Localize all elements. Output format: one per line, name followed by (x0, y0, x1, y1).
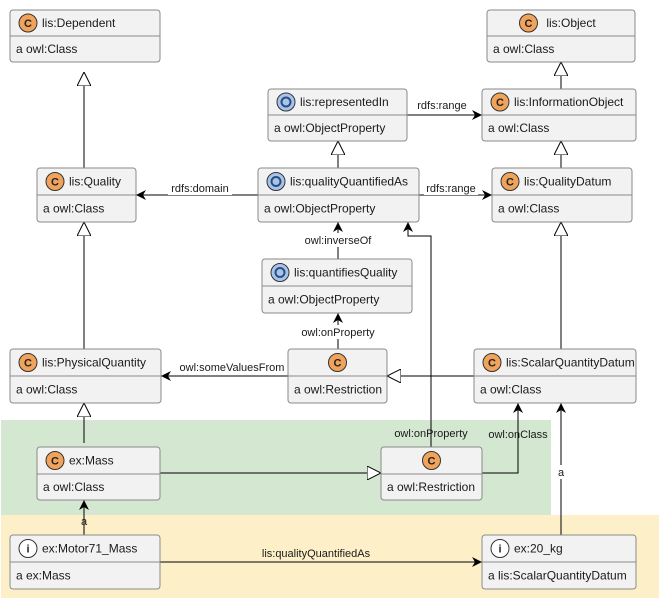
class-icon: C (45, 451, 65, 470)
edge-label-on-property-2: owl:onProperty (394, 428, 468, 440)
node-body: a ex:Mass (16, 569, 71, 583)
node-title: lis:ScalarQuantityDatum (506, 356, 635, 370)
node-body: a owl:Class (498, 202, 559, 216)
edge-restriction2-onclass (482, 403, 523, 474)
node-body: a owl:ObjectProperty (264, 202, 375, 216)
badge-letter: C (51, 456, 59, 468)
node-title: lis:PhysicalQuantity (42, 356, 146, 370)
badge-letter: C (24, 358, 32, 370)
node-quantifies-quality[interactable]: lis:quantifiesQuality a owl:ObjectPropert… (261, 258, 413, 314)
node-body: a owl:Class (16, 42, 77, 56)
class-icon: C (18, 353, 38, 372)
edge-label-on-class: owl:onClass (488, 429, 548, 441)
edge-label-inverse-of: owl:inverseOf (305, 235, 373, 247)
class-icon: C (422, 451, 441, 470)
edge-label-type-a-2: a (558, 467, 565, 479)
class-icon: C (482, 353, 502, 372)
node-body: a owl:Class (493, 42, 554, 56)
badge-letter: i (498, 544, 501, 556)
object-property-icon (270, 263, 290, 282)
node-body: a lis:ScalarQuantityDatum (488, 569, 627, 583)
badge-letter: i (26, 544, 29, 556)
edge-label-rdfs-domain: rdfs:domain (171, 183, 228, 195)
node-title: lis:InformationObject (514, 95, 624, 109)
badge-letter: C (506, 177, 514, 189)
edge-label-on-property-1: owl:onProperty (301, 327, 375, 339)
node-quality-quantified-as[interactable]: lis:qualityQuantifiedAs a owl:ObjectPrope… (257, 167, 420, 223)
node-kg20[interactable]: i ex:20_kga lis:ScalarQuantityDatum (481, 534, 637, 590)
node-title: lis:QualityDatum (524, 175, 611, 189)
node-body: a owl:Class (488, 121, 549, 135)
edge-label-group: rdfs:range rdfs:domain rdfs:range owl:in… (81, 98, 567, 560)
badge-letter: C (496, 97, 504, 109)
individual-icon: i (490, 539, 510, 558)
node-title: ex:20_kg (514, 542, 563, 556)
node-body: a owl:Restriction (387, 480, 475, 494)
node-title: lis:Dependent (42, 16, 116, 30)
individual-icon: i (18, 539, 38, 558)
node-body: a owl:Class (16, 383, 77, 397)
edge-restriction2-onproperty (403, 222, 432, 447)
node-title: ex:Mass (69, 454, 114, 468)
class-icon: C (490, 92, 510, 112)
node-body: a owl:Class (43, 480, 104, 494)
class-icon: C (519, 13, 538, 33)
node-restriction2[interactable]: Ca owl:Restriction (380, 446, 483, 501)
node-title: lis:representedIn (300, 95, 389, 109)
object-property-icon (266, 172, 286, 191)
node-title: lis:quantifiesQuality (294, 266, 397, 280)
class-icon: C (45, 172, 65, 191)
node-body: a owl:ObjectProperty (268, 293, 379, 307)
edge-label-type-a-1: a (81, 516, 88, 528)
badge-letter: C (525, 18, 533, 30)
node-body: a owl:ObjectProperty (274, 121, 385, 135)
object-property-icon (276, 92, 296, 112)
class-icon: C (328, 353, 347, 372)
node-represented-in[interactable]: lis:representedIn a owl:ObjectProperty (267, 88, 408, 142)
badge-letter: C (488, 358, 496, 370)
edge-label-some-values-from: owl:someValuesFrom (180, 362, 285, 374)
edge-label-rdfs-range-top: rdfs:range (417, 100, 467, 112)
node-body: a owl:Class (480, 383, 541, 397)
node-body: a owl:Restriction (294, 383, 382, 397)
badge-letter: C (428, 456, 436, 468)
node-title: lis:Quality (69, 175, 121, 189)
node-restriction1[interactable]: Ca owl:Restriction (287, 348, 388, 404)
node-title: ex:Motor71_Mass (42, 542, 137, 556)
badge-letter: C (334, 358, 342, 370)
badge-letter: C (24, 18, 32, 30)
node-body: a owl:Class (43, 202, 104, 216)
badge-letter: C (51, 177, 59, 189)
node-title: lis:Object (546, 16, 596, 30)
class-icon: C (18, 13, 38, 33)
class-icon: C (500, 172, 520, 191)
node-title: lis:qualityQuantifiedAs (290, 175, 408, 189)
edge-label-rdfs-range: rdfs:range (426, 183, 476, 195)
edge-label-quality-quantified-as: lis:qualityQuantifiedAs (262, 548, 371, 560)
